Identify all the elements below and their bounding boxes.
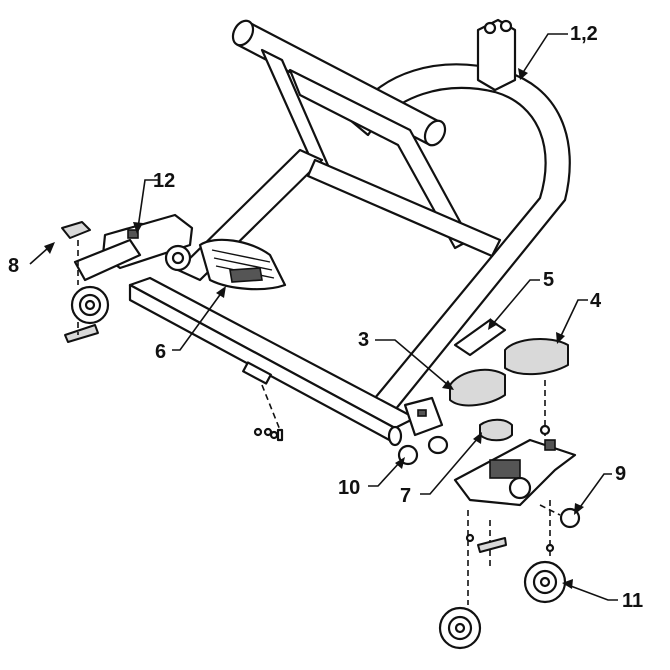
- callout-7: 7: [400, 485, 411, 507]
- callout-8: 8: [8, 255, 19, 277]
- cap-3: [449, 368, 506, 407]
- right-pads: [449, 318, 569, 407]
- base-bar: [128, 276, 417, 430]
- right-caster-assembly: [438, 380, 581, 650]
- callout-12: 12: [153, 170, 175, 192]
- cross-tube: [306, 158, 502, 258]
- callout-5: 5: [543, 269, 554, 291]
- brake-pedal: [61, 221, 91, 239]
- callout-3: 3: [358, 329, 369, 351]
- base-bar-lower: [128, 283, 397, 445]
- screws: [253, 384, 284, 442]
- cap-4: [504, 338, 569, 376]
- callout-1-2: 1,2: [570, 23, 598, 45]
- top-bracket: [476, 18, 517, 92]
- callout-4: 4: [590, 290, 602, 312]
- callout-6: 6: [155, 341, 166, 363]
- callout-labels: 1,2 12 8 6 5 4 3 9 7 10 11: [8, 23, 643, 612]
- knob-7: [479, 418, 513, 442]
- plate-5: [453, 318, 507, 357]
- frame-assembly: [128, 18, 571, 455]
- leaders: [29, 33, 618, 601]
- seat-pad: [198, 238, 287, 291]
- callout-11: 11: [622, 590, 643, 612]
- callout-10: 10: [338, 477, 360, 499]
- left-caster-assembly: [61, 213, 194, 343]
- callout-9: 9: [615, 463, 626, 485]
